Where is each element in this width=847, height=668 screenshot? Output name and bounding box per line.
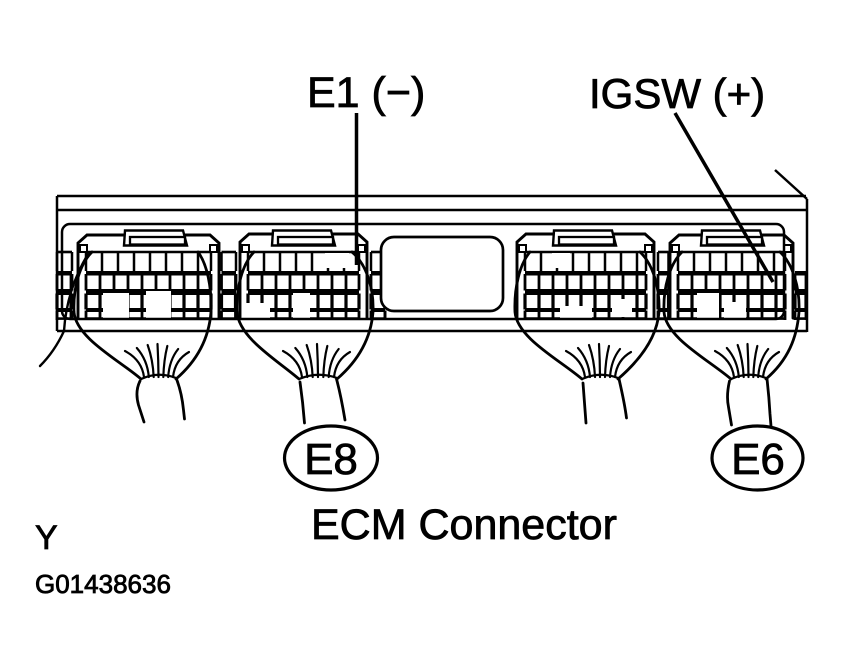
svg-text:E8: E8 [304, 435, 358, 484]
svg-text:IGSW (+): IGSW (+) [589, 70, 765, 117]
svg-text:G01438636: G01438636 [35, 569, 171, 599]
svg-text:Y: Y [35, 519, 58, 557]
svg-text:E1 (−): E1 (−) [307, 69, 425, 117]
svg-text:E6: E6 [731, 435, 785, 484]
svg-text:ECM Connector: ECM Connector [311, 501, 617, 549]
